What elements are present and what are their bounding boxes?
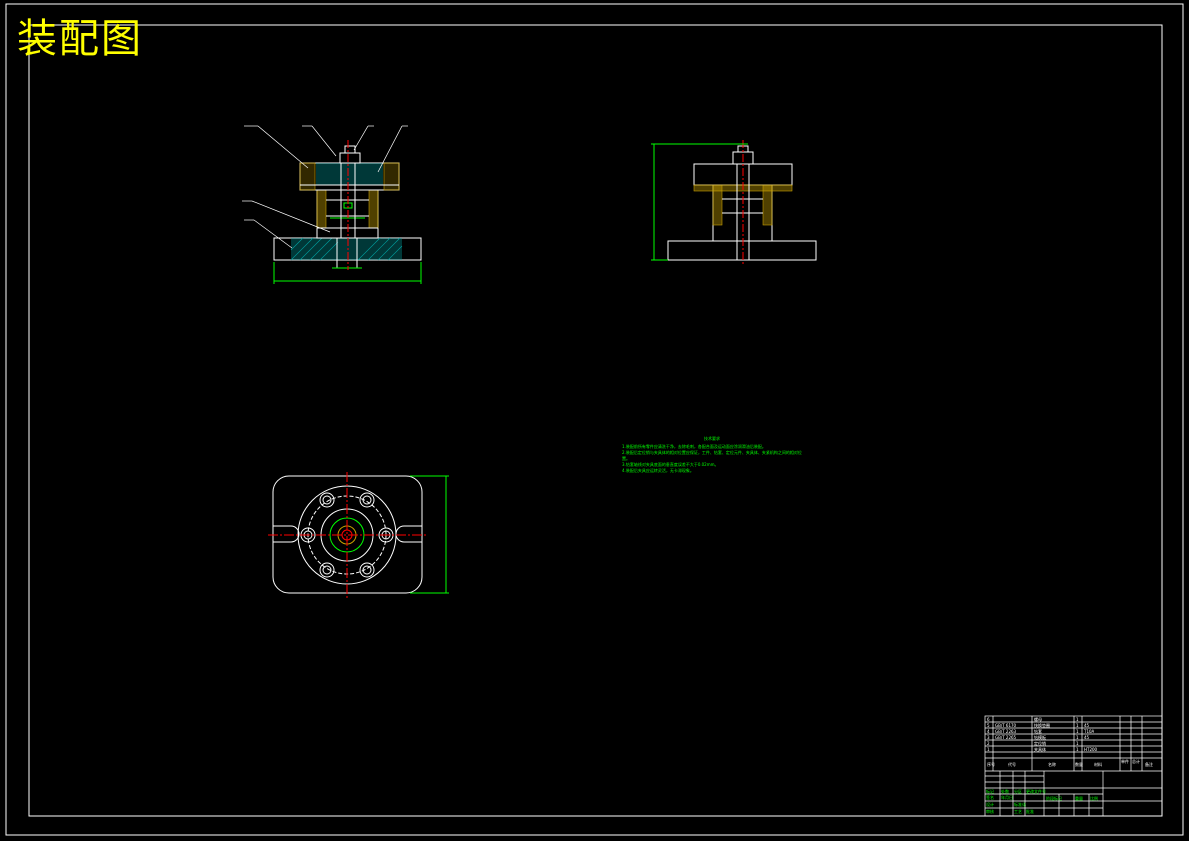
bom-no: 1 xyxy=(987,747,990,752)
bom-name: 螺母 xyxy=(1034,717,1042,722)
technical-requirement-line: 2.装配后定位销与夹具体的相对位置应保证，工件、钻套、定位元件、夹具体、夹紧机构… xyxy=(622,450,802,461)
bom-header-total-weight: 总计 xyxy=(1132,759,1140,764)
side-view xyxy=(651,140,817,264)
bom-header-note: 备注 xyxy=(1145,762,1153,767)
bom-material: HT200 xyxy=(1084,747,1098,752)
revision-label: 标记 xyxy=(986,789,994,794)
bom-header-material: 材料 xyxy=(1094,762,1102,767)
bom-qty: 1 xyxy=(1076,747,1079,752)
title-block-grid xyxy=(984,715,1163,817)
technical-requirement-line: 1.装配前所有零件应清洗干净，去除毛刺，各配合面及运动面应涂润滑油后装配。 xyxy=(622,444,766,449)
bom-header-code: 代号 xyxy=(1008,762,1016,767)
revision-label: 年月日 xyxy=(1001,795,1013,800)
revision-label: 更改文件号 xyxy=(1026,789,1046,794)
technical-requirement-line: 3.钻套轴线对夹具底面的垂直度误差不大于0.02mm。 xyxy=(622,462,719,467)
technical-requirement-line: 4.装配后夹具应运转灵活，无卡滞现象。 xyxy=(622,468,694,473)
bom-code: GB/T 2263 xyxy=(995,729,1017,734)
front-section-view xyxy=(242,125,422,284)
top-view xyxy=(268,472,449,598)
page-title: 装配图 xyxy=(17,16,143,62)
revision-label: 处数 xyxy=(1001,789,1009,794)
bom-no: 3 xyxy=(987,735,990,740)
bom-name: 夹具体 xyxy=(1034,747,1046,752)
bom-material: 45 xyxy=(1084,723,1090,728)
bom-qty: 1 xyxy=(1076,741,1079,746)
technical-requirements-heading: 技术要求 xyxy=(704,436,720,441)
technical-requirements: 技术要求 1.装配前所有零件应清洗干净，去除毛刺，各配合面及运动面应涂润滑油后装… xyxy=(622,436,802,474)
bom-qty: 1 xyxy=(1076,735,1079,740)
bom-header-no: 序号 xyxy=(987,762,995,767)
bom-qty: 1 xyxy=(1076,723,1079,728)
outer-frame xyxy=(5,3,1184,836)
bom-header-name: 名称 xyxy=(1048,762,1056,767)
stage-label: 阶段标记 xyxy=(1046,796,1062,801)
stage-label: 比例 xyxy=(1090,796,1098,801)
sign-label: 批准 xyxy=(1026,809,1034,814)
stage-label: 重量 xyxy=(1075,796,1083,801)
bom-name: 定位销 xyxy=(1034,741,1046,746)
bom-qty: 1 xyxy=(1076,717,1079,722)
bom-material: T10A xyxy=(1084,729,1095,734)
bom-name: 钻套 xyxy=(1034,729,1042,734)
bom-no: 4 xyxy=(987,729,990,734)
bom-name: 快换垫圈 xyxy=(1034,723,1050,728)
bom-no: 5 xyxy=(987,723,990,728)
revision-label: 签名 xyxy=(986,795,994,800)
sign-label: 审核 xyxy=(986,809,994,814)
sign-label: 标准化 xyxy=(1014,802,1026,807)
bom-header-qty: 数量 xyxy=(1075,762,1083,767)
inner-frame xyxy=(28,24,1163,817)
revision-label: 分区 xyxy=(1014,789,1022,794)
bom-code: GB/T 2265 xyxy=(995,735,1017,740)
sign-label: 工艺 xyxy=(1014,809,1022,814)
bom-qty: 1 xyxy=(1076,729,1079,734)
bom-no: 6 xyxy=(987,717,990,722)
bom-code: GB/T 6170 xyxy=(995,723,1017,728)
bom-no: 2 xyxy=(987,741,990,746)
bom-header-unit-weight: 单件 xyxy=(1121,759,1129,764)
bom-material: 45 xyxy=(1084,735,1090,740)
bom-name: 钻模板 xyxy=(1034,735,1046,740)
sign-label: 设计 xyxy=(986,802,994,807)
